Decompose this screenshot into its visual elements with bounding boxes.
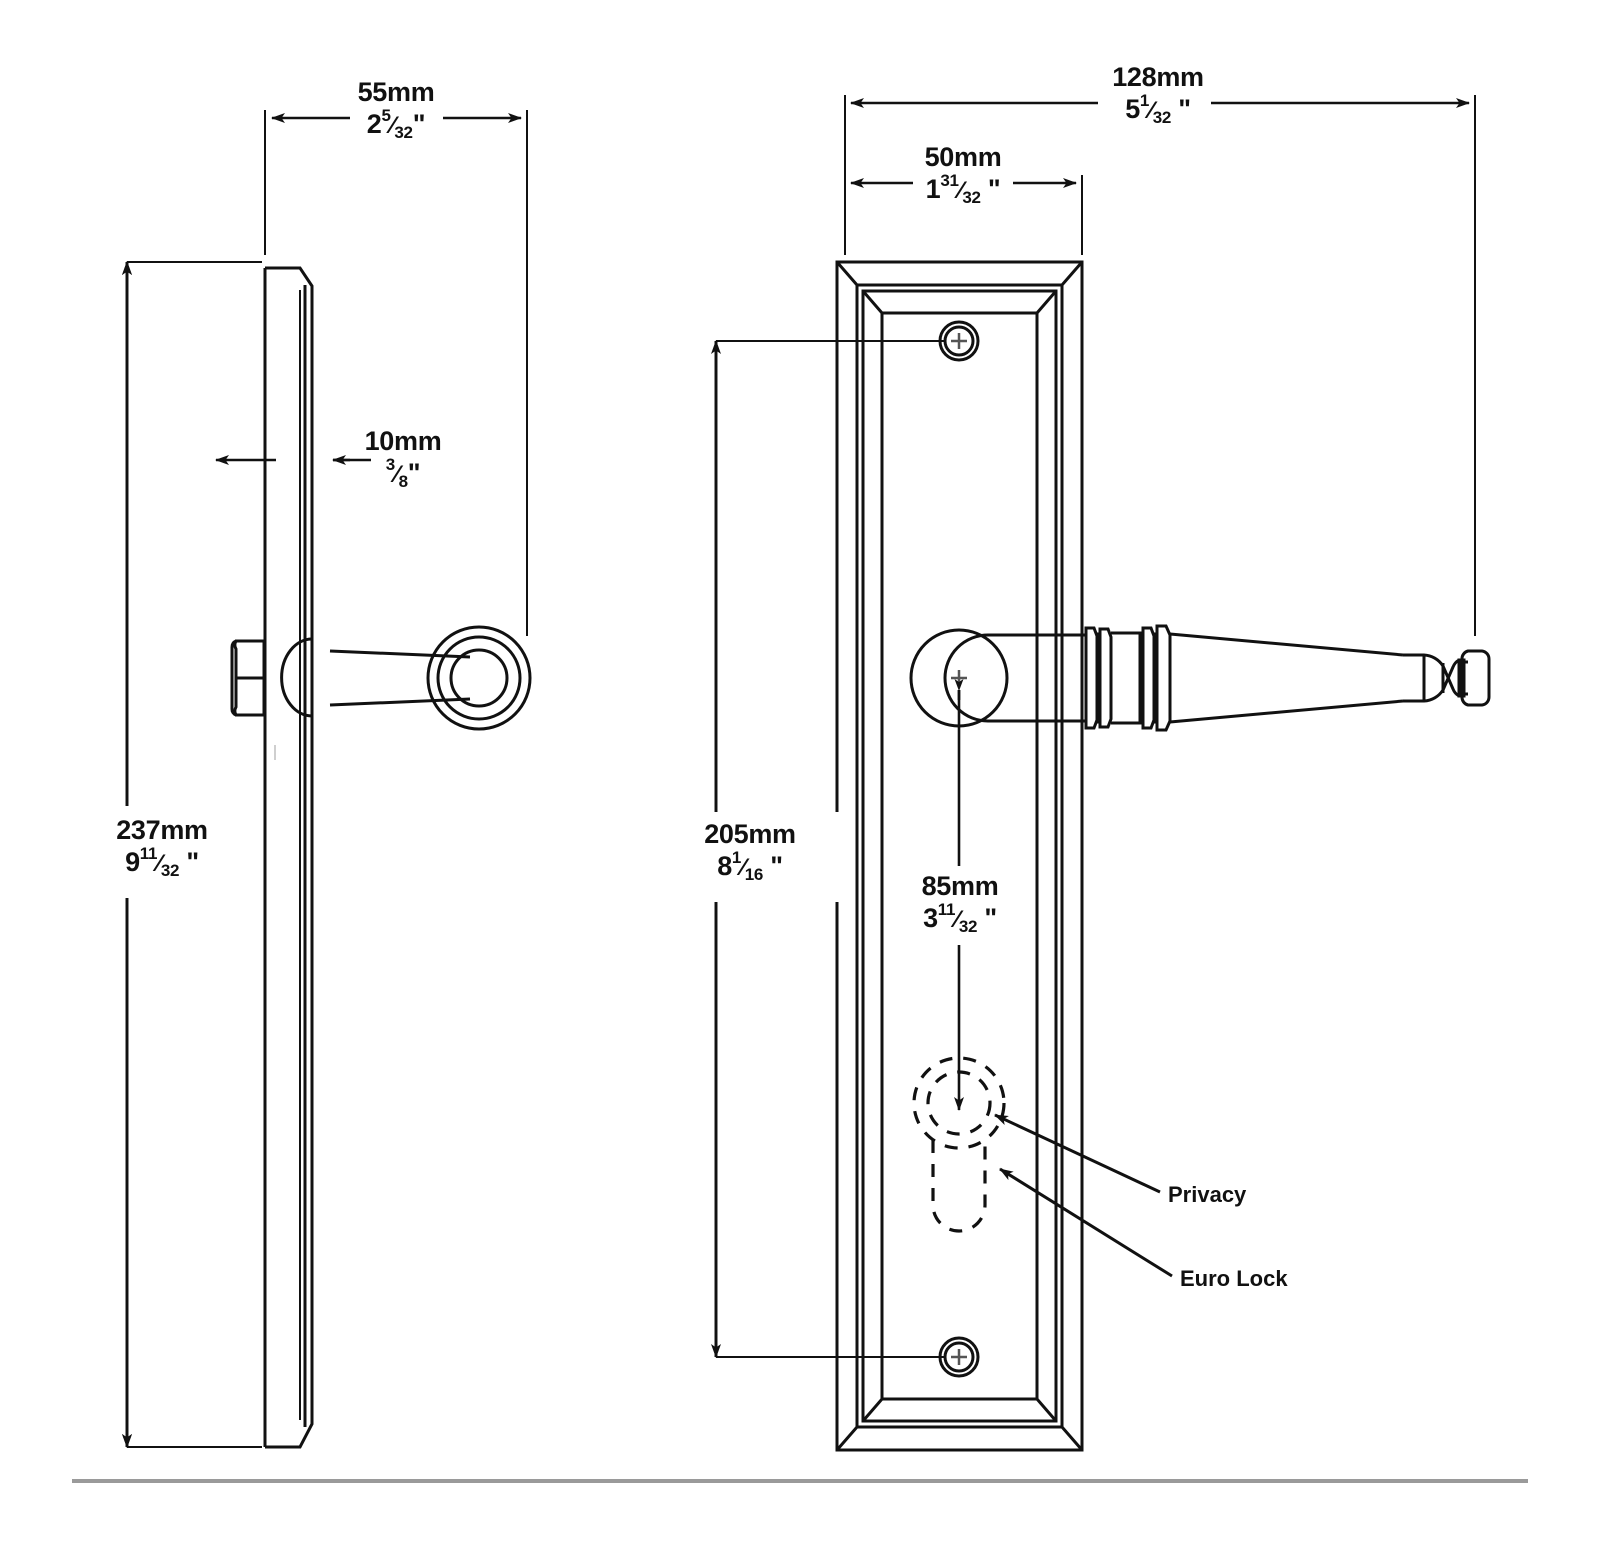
lever-handle bbox=[909, 624, 1491, 732]
dim-lock-centre: 85mm 311⁄32 " bbox=[860, 871, 1060, 937]
dim-plate-height-mm: 237mm bbox=[116, 815, 208, 845]
dim-thickness-inch: 3⁄8" bbox=[385, 455, 421, 492]
callout-euro-lock-label: Euro Lock bbox=[1180, 1266, 1288, 1291]
dim-projection-inch: 25⁄32" bbox=[366, 106, 426, 143]
dim-fixing-centres: 205mm 81⁄16 " bbox=[650, 819, 850, 885]
dim-fixing-centres-mm: 205mm bbox=[704, 819, 796, 849]
dim-plate-width: 50mm 131⁄32 " bbox=[863, 142, 1063, 208]
dim-plate-width-mm: 50mm bbox=[924, 142, 1002, 172]
dim-overall-length-inch: 51⁄32 " bbox=[1125, 91, 1191, 128]
dim-fixing-centres-inch: 81⁄16 " bbox=[717, 848, 783, 885]
dim-lock-centre-mm: 85mm bbox=[921, 871, 999, 901]
dim-plate-height: 237mm 911⁄32 " bbox=[62, 815, 262, 881]
side-elevation-view bbox=[230, 266, 532, 1449]
dim-plate-width-inch: 131⁄32 " bbox=[925, 171, 1001, 208]
dimension-lines bbox=[70, 95, 1476, 1448]
dim-projection-mm: 55mm bbox=[357, 77, 435, 107]
dim-lock-centre-inch: 311⁄32 " bbox=[923, 900, 997, 937]
front-elevation-view bbox=[835, 260, 1491, 1452]
dim-thickness-mm: 10mm bbox=[364, 426, 442, 456]
dim-projection: 55mm 25⁄32" bbox=[296, 77, 496, 143]
callout-leaders bbox=[994, 1113, 1173, 1278]
dim-overall-length: 128mm 51⁄32 " bbox=[1058, 62, 1258, 128]
dim-overall-length-mm: 128mm bbox=[1112, 62, 1204, 92]
callout-privacy-label: Privacy bbox=[1168, 1182, 1247, 1207]
dim-thickness: 10mm 3⁄8" bbox=[308, 426, 498, 492]
dim-plate-height-inch: 911⁄32 " bbox=[125, 844, 199, 881]
